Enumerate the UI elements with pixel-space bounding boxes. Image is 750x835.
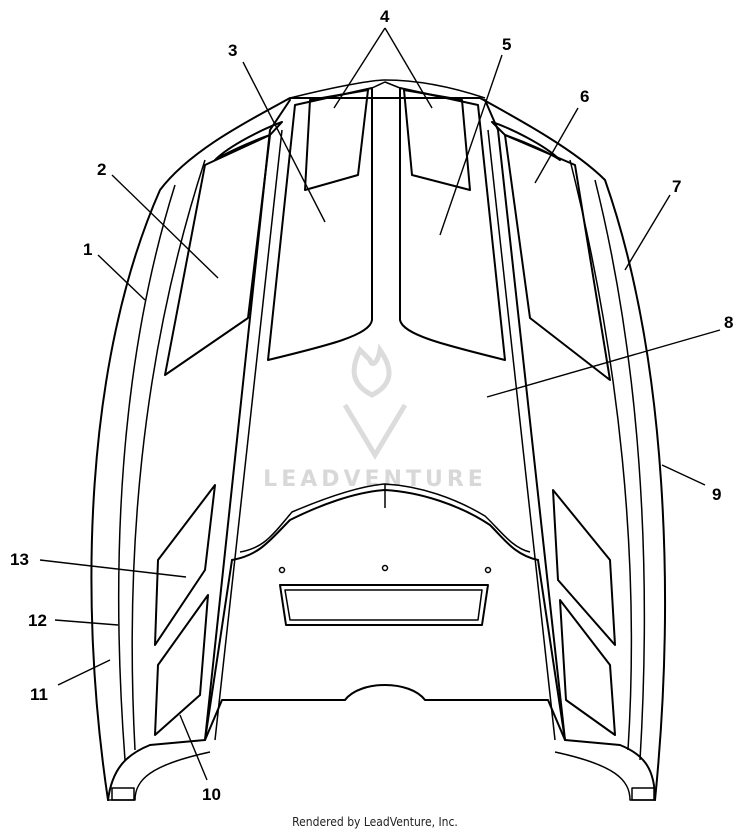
callout-9: 9 [712,485,721,504]
callout-4: 4 [380,7,390,26]
callout-12: 12 [28,611,47,630]
callout-10: 10 [202,785,221,804]
callout-11: 11 [30,685,48,704]
center-opening [204,483,566,741]
callout-8: 8 [724,313,733,332]
callout-5: 5 [502,35,511,54]
leadventure-watermark-logo: LEADVENTURE [263,343,487,492]
watermark-text: LEADVENTURE [263,467,487,492]
rendered-by-footer: Rendered by LeadVenture, Inc. [292,815,458,829]
lower-louvers [154,484,616,736]
callout-2: 2 [97,160,106,179]
callout-13: 13 [10,550,29,569]
callout-7: 7 [672,177,681,196]
side-panels [164,121,611,381]
callout-6: 6 [580,87,589,106]
callout-1: 1 [83,240,92,259]
leader-lines [39,27,721,781]
top-vents [267,81,506,361]
callout-labels: 1 2 3 4 5 6 7 8 9 10 11 12 13 [10,7,733,804]
bottom-edge [107,684,656,801]
callout-3: 3 [228,41,237,60]
hood-outline [90,79,666,801]
